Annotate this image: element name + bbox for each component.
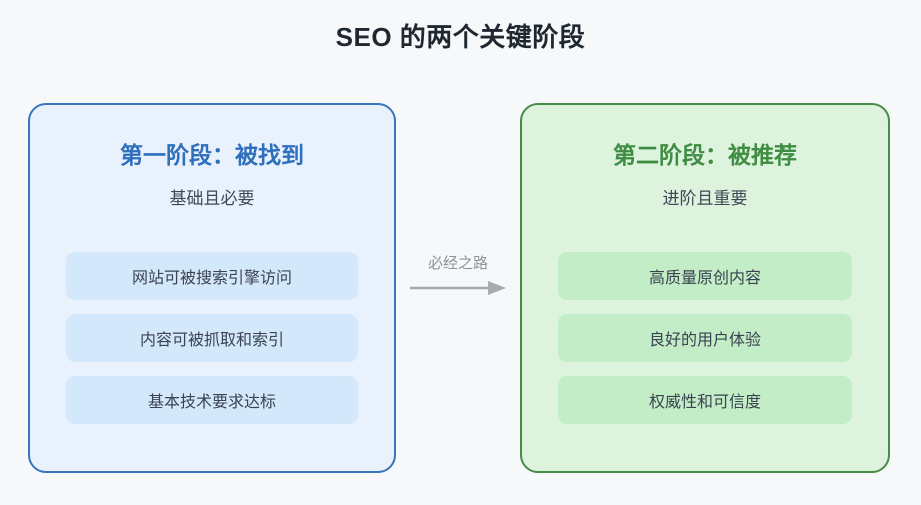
stage2-subtitle: 进阶且重要	[662, 188, 748, 208]
stage1-panel: 第一阶段：被找到 基础且必要 网站可被搜索引擎访问 内容可被抓取和索引 基本技术…	[28, 103, 396, 473]
connector: 必经之路	[396, 252, 520, 296]
stage2-heading: 第二阶段：被推荐	[613, 142, 797, 168]
stage2-panel: 第二阶段：被推荐 进阶且重要 高质量原创内容 良好的用户体验 权威性和可信度	[520, 103, 890, 473]
stage1-subtitle: 基础且必要	[169, 188, 255, 208]
list-item: 内容可被抓取和索引	[66, 313, 358, 362]
stage1-item-list: 网站可被搜索引擎访问 内容可被抓取和索引 基本技术要求达标	[66, 251, 358, 424]
list-item: 网站可被搜索引擎访问	[66, 251, 358, 300]
list-item: 基本技术要求达标	[66, 375, 358, 424]
stage2-item-list: 高质量原创内容 良好的用户体验 权威性和可信度	[558, 251, 852, 424]
list-item: 良好的用户体验	[558, 313, 852, 362]
right-arrow-icon	[410, 281, 506, 295]
stage1-heading: 第一阶段：被找到	[120, 142, 304, 168]
list-item: 高质量原创内容	[558, 251, 852, 300]
connector-label: 必经之路	[427, 255, 488, 272]
list-item: 权威性和可信度	[558, 375, 852, 424]
page-title: SEO 的两个关键阶段	[335, 22, 586, 52]
